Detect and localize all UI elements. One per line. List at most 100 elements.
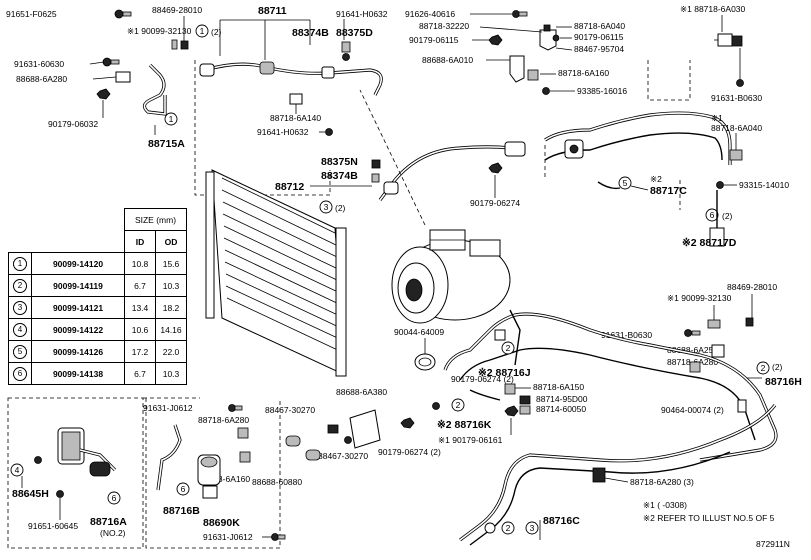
label-88718-6a160-top[interactable]: 88718-6A160 [558,68,609,78]
hose-clamp [259,61,275,75]
label-88469-28010-top[interactable]: 88469-28010 [152,5,202,15]
label-88374b-mid[interactable]: 88374B [321,170,358,182]
label-90179-06274-top[interactable]: 90179-06274 [470,198,520,208]
receiver-dryer [197,454,221,499]
label-88718-32220[interactable]: 88718-32220 [419,21,469,31]
label-88467-95704[interactable]: 88467-95704 [574,44,624,54]
label-88716h[interactable]: 88716H [765,376,802,388]
label-93385-16016[interactable]: 93385-16016 [577,86,627,96]
table-row: 5 90099-14126 17.2 22.0 [8,340,187,363]
label-91651-60645[interactable]: 91651-60645 [28,521,78,531]
inner-diameter: 6.7 [124,274,156,297]
hose-fitting [321,66,335,79]
label-88717c[interactable]: 88717C [650,185,687,197]
label-90179-06274-bottom[interactable]: 90179-06274 (2) [378,447,441,457]
part-number[interactable]: 90099-14122 [31,318,125,341]
label-90179-06032[interactable]: 90179-06032 [48,119,98,129]
label-88717d[interactable]: ※2 88717D [682,237,737,249]
outer-diameter: 10.3 [155,274,187,297]
label-91631-b0630-mid[interactable]: 91631-B0630 [601,330,652,340]
label-90179-06115-left[interactable]: 90179-06115 [409,35,459,45]
label-91631-j0612-top[interactable]: 91631-J0612 [143,403,193,413]
label-91626-40616[interactable]: 91626-40616 [405,9,455,19]
o-ring-callout-6c[interactable]: 6 [181,484,186,494]
o-ring-callout-6b[interactable]: 6 [112,493,117,503]
label-88467-30270-bottom[interactable]: 88467-30270 [318,451,368,461]
o-ring-callout-6[interactable]: 6 [710,210,715,220]
label-88715a[interactable]: 88715A [148,138,185,150]
label-90099-32130-top[interactable]: ※1 90099-32130 [127,26,192,36]
label-90464-00074[interactable]: 90464-00074 (2) [661,405,724,415]
label-90179-06115-right[interactable]: 90179-06115 [574,32,624,42]
size-table-col-id: ID [124,230,156,253]
bolt-icon [114,9,132,19]
label-88716k[interactable]: ※2 88716K [437,419,492,431]
label-90099-32130-right[interactable]: ※1 90099-32130 [667,293,732,303]
label-91641-h0632-top[interactable]: 91641-H0632 [336,9,388,19]
o-ring-callout-2[interactable]: 2 [761,363,766,373]
table-row: 1 90099-14120 10.8 15.6 [8,252,187,275]
label-88467-30270-top[interactable]: 88467-30270 [265,405,315,415]
bolt-icon [271,533,286,541]
row-number: 4 [13,322,27,337]
label-88690k[interactable]: 88690K [203,517,240,529]
label-88711[interactable]: 88711 [258,5,287,17]
label-88469-28010-right[interactable]: 88469-28010 [727,282,777,292]
label-91631-j0612-bottom[interactable]: 91631-J0612 [203,532,253,542]
label-88688-6a250[interactable]: 88688-6A250 [667,345,718,355]
o-ring-callout-2c[interactable]: 2 [456,400,461,410]
label-91631-60630[interactable]: 91631-60630 [14,59,64,69]
bracket-icon [509,55,525,83]
hose-fitting [504,141,526,157]
label-88375d[interactable]: 88375D [336,27,373,39]
label-88688-6a380[interactable]: 88688-6A380 [336,387,387,397]
o-ring-callout-1b[interactable]: 1 [169,114,174,124]
label-88688-6a280[interactable]: 88688-6A280 [16,74,67,84]
label-91631-b0630-top[interactable]: 91631-B0630 [711,93,762,103]
label-88716b[interactable]: 88716B [163,505,200,517]
label-93315-14010[interactable]: 93315-14010 [739,180,789,190]
label-88718-6a140[interactable]: 88718-6A140 [270,113,321,123]
o-ring-callout-4[interactable]: 4 [15,465,20,475]
o-ring-callout-1[interactable]: 1 [200,26,205,36]
part-number[interactable]: 90099-14126 [31,340,125,363]
o-ring-qty-6: (2) [722,211,733,221]
bolt-icon [736,79,744,87]
label-88374b-top[interactable]: 88374B [292,27,329,39]
label-88718-6a280-left[interactable]: 88718-6A280 [198,415,249,425]
label-88714-95d00[interactable]: 88714-95D00 [536,394,588,404]
label-88716c[interactable]: 88716C [543,515,580,527]
label-88716j[interactable]: ※2 88716J [478,367,531,379]
label-88712[interactable]: 88712 [275,181,304,193]
label-88718-6a280-3[interactable]: 88718-6A280 (3) [630,477,694,487]
part-number[interactable]: 90099-14120 [31,252,125,275]
label-88718-6a040-note: ※1 [711,113,723,123]
label-91641-h0632-mid[interactable]: 91641-H0632 [257,127,309,137]
label-91651-f0625[interactable]: 91651-F0625 [6,9,57,19]
o-ring-callout-2b[interactable]: 2 [506,343,511,353]
o-ring-callout-3b[interactable]: 3 [530,523,535,533]
o-ring-callout-5[interactable]: 5 [623,178,628,188]
part-number[interactable]: 90099-14119 [31,274,125,297]
label-88688-60880-bottom[interactable]: 88688-60880 [252,477,302,487]
label-88714-60050[interactable]: 88714-60050 [536,404,586,414]
label-88645h[interactable]: 88645H [12,488,49,500]
bolt-icon [684,329,701,337]
label-88718-6a040-right[interactable]: 88718-6A040 [711,123,762,133]
footnote-2: ※2 REFER TO ILLUST NO.5 OF 5 [643,513,775,523]
part-number[interactable]: 90099-14138 [31,362,125,385]
part-number[interactable]: 90099-14121 [31,296,125,319]
label-88688-6a010[interactable]: 88688-6A010 [422,55,473,65]
label-88718-6a040-top[interactable]: 88718-6A040 [574,21,625,31]
label-88718-6a160-bottom[interactable]: 88718-6A160 [199,474,250,484]
o-ring-callout-2d[interactable]: 2 [506,523,511,533]
label-88718-6a150[interactable]: 88718-6A150 [533,382,584,392]
label-88716a[interactable]: 88716A [90,516,127,528]
bolt-icon [341,41,351,61]
label-90044-64009[interactable]: 90044-64009 [394,327,444,337]
o-ring-callout-3[interactable]: 3 [324,202,329,212]
label-88375n[interactable]: 88375N [321,156,358,168]
label-90179-06161[interactable]: ※1 90179-06161 [438,435,503,445]
label-88718-6a030[interactable]: ※1 88718-6A030 [680,4,746,14]
label-90179-06274-mid[interactable]: 90179-06274 (2) [451,374,514,384]
